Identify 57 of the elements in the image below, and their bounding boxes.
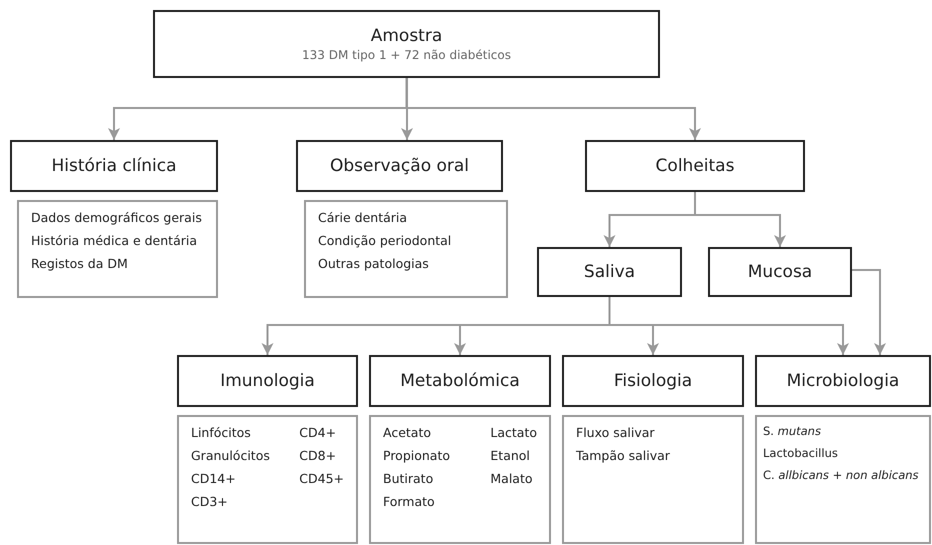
process-box	[562, 355, 744, 407]
list-item: História médica e dentária	[31, 233, 198, 248]
list-item: Lactobacillus	[763, 446, 839, 461]
node-title: Observação oral	[330, 156, 470, 176]
arrow	[694, 192, 786, 247]
list-item: CD4+	[299, 425, 338, 440]
list-item: Acetato	[383, 425, 432, 440]
arrow	[852, 269, 886, 355]
list-item: Formato	[383, 494, 436, 509]
process-box	[585, 140, 805, 192]
node-title: História clínica	[51, 156, 177, 176]
list-panel	[17, 200, 218, 298]
list-item: CD45+	[299, 471, 344, 486]
process-box	[755, 355, 931, 407]
node-title: Imunologia	[220, 370, 315, 392]
list-item: Dados demográficos gerais	[31, 210, 202, 225]
list-item: Fluxo salivar	[576, 425, 656, 440]
list-item: CD14+	[191, 471, 237, 486]
node-title: Colheitas	[656, 156, 734, 176]
list-panel	[304, 200, 508, 298]
arrow	[401, 78, 413, 140]
list-item: S. mutans	[763, 425, 822, 439]
list-item: Malato	[490, 471, 534, 486]
list-item: Tampão salivar	[576, 448, 670, 463]
list-panel	[369, 415, 551, 544]
node-title: Amostra	[370, 26, 442, 46]
list-item: Propionato	[383, 448, 450, 463]
list-item: Linfócitos	[191, 425, 252, 440]
list-item: Outras patologias	[318, 256, 430, 271]
arrow	[608, 297, 849, 355]
list-item: Etanol	[490, 448, 531, 463]
list-item: CD8+	[299, 448, 338, 463]
list-item: CD3+	[191, 494, 229, 509]
process-box	[177, 355, 358, 407]
process-box	[537, 247, 682, 297]
node-title: Microbiologia	[786, 370, 900, 392]
list-panel	[177, 415, 358, 544]
process-box	[296, 140, 503, 192]
process-box	[369, 355, 551, 407]
list-item: Cárie dentária	[318, 210, 408, 225]
list-item: Butirato	[383, 471, 434, 486]
process-box	[708, 247, 852, 297]
node-title: Mucosa	[748, 262, 812, 282]
process-box	[10, 140, 218, 192]
list-item: Granulócitos	[191, 448, 270, 463]
list-item: Registos da DM	[31, 256, 129, 271]
list-panel	[755, 415, 931, 544]
list-panel	[562, 415, 744, 544]
list-item: Condição periodontal	[318, 233, 452, 248]
list-item: C. allbicans + non albicans	[763, 468, 919, 482]
arrow	[406, 78, 701, 140]
node-title: Saliva	[584, 262, 636, 282]
process-box	[153, 10, 660, 78]
node-title: Metabolómica	[400, 370, 520, 392]
list-item: Lactato	[490, 425, 537, 440]
node-subtitle: 133 DM tipo 1 + 72 não diabéticos	[302, 48, 511, 62]
node-title: Fisiologia	[614, 370, 692, 392]
